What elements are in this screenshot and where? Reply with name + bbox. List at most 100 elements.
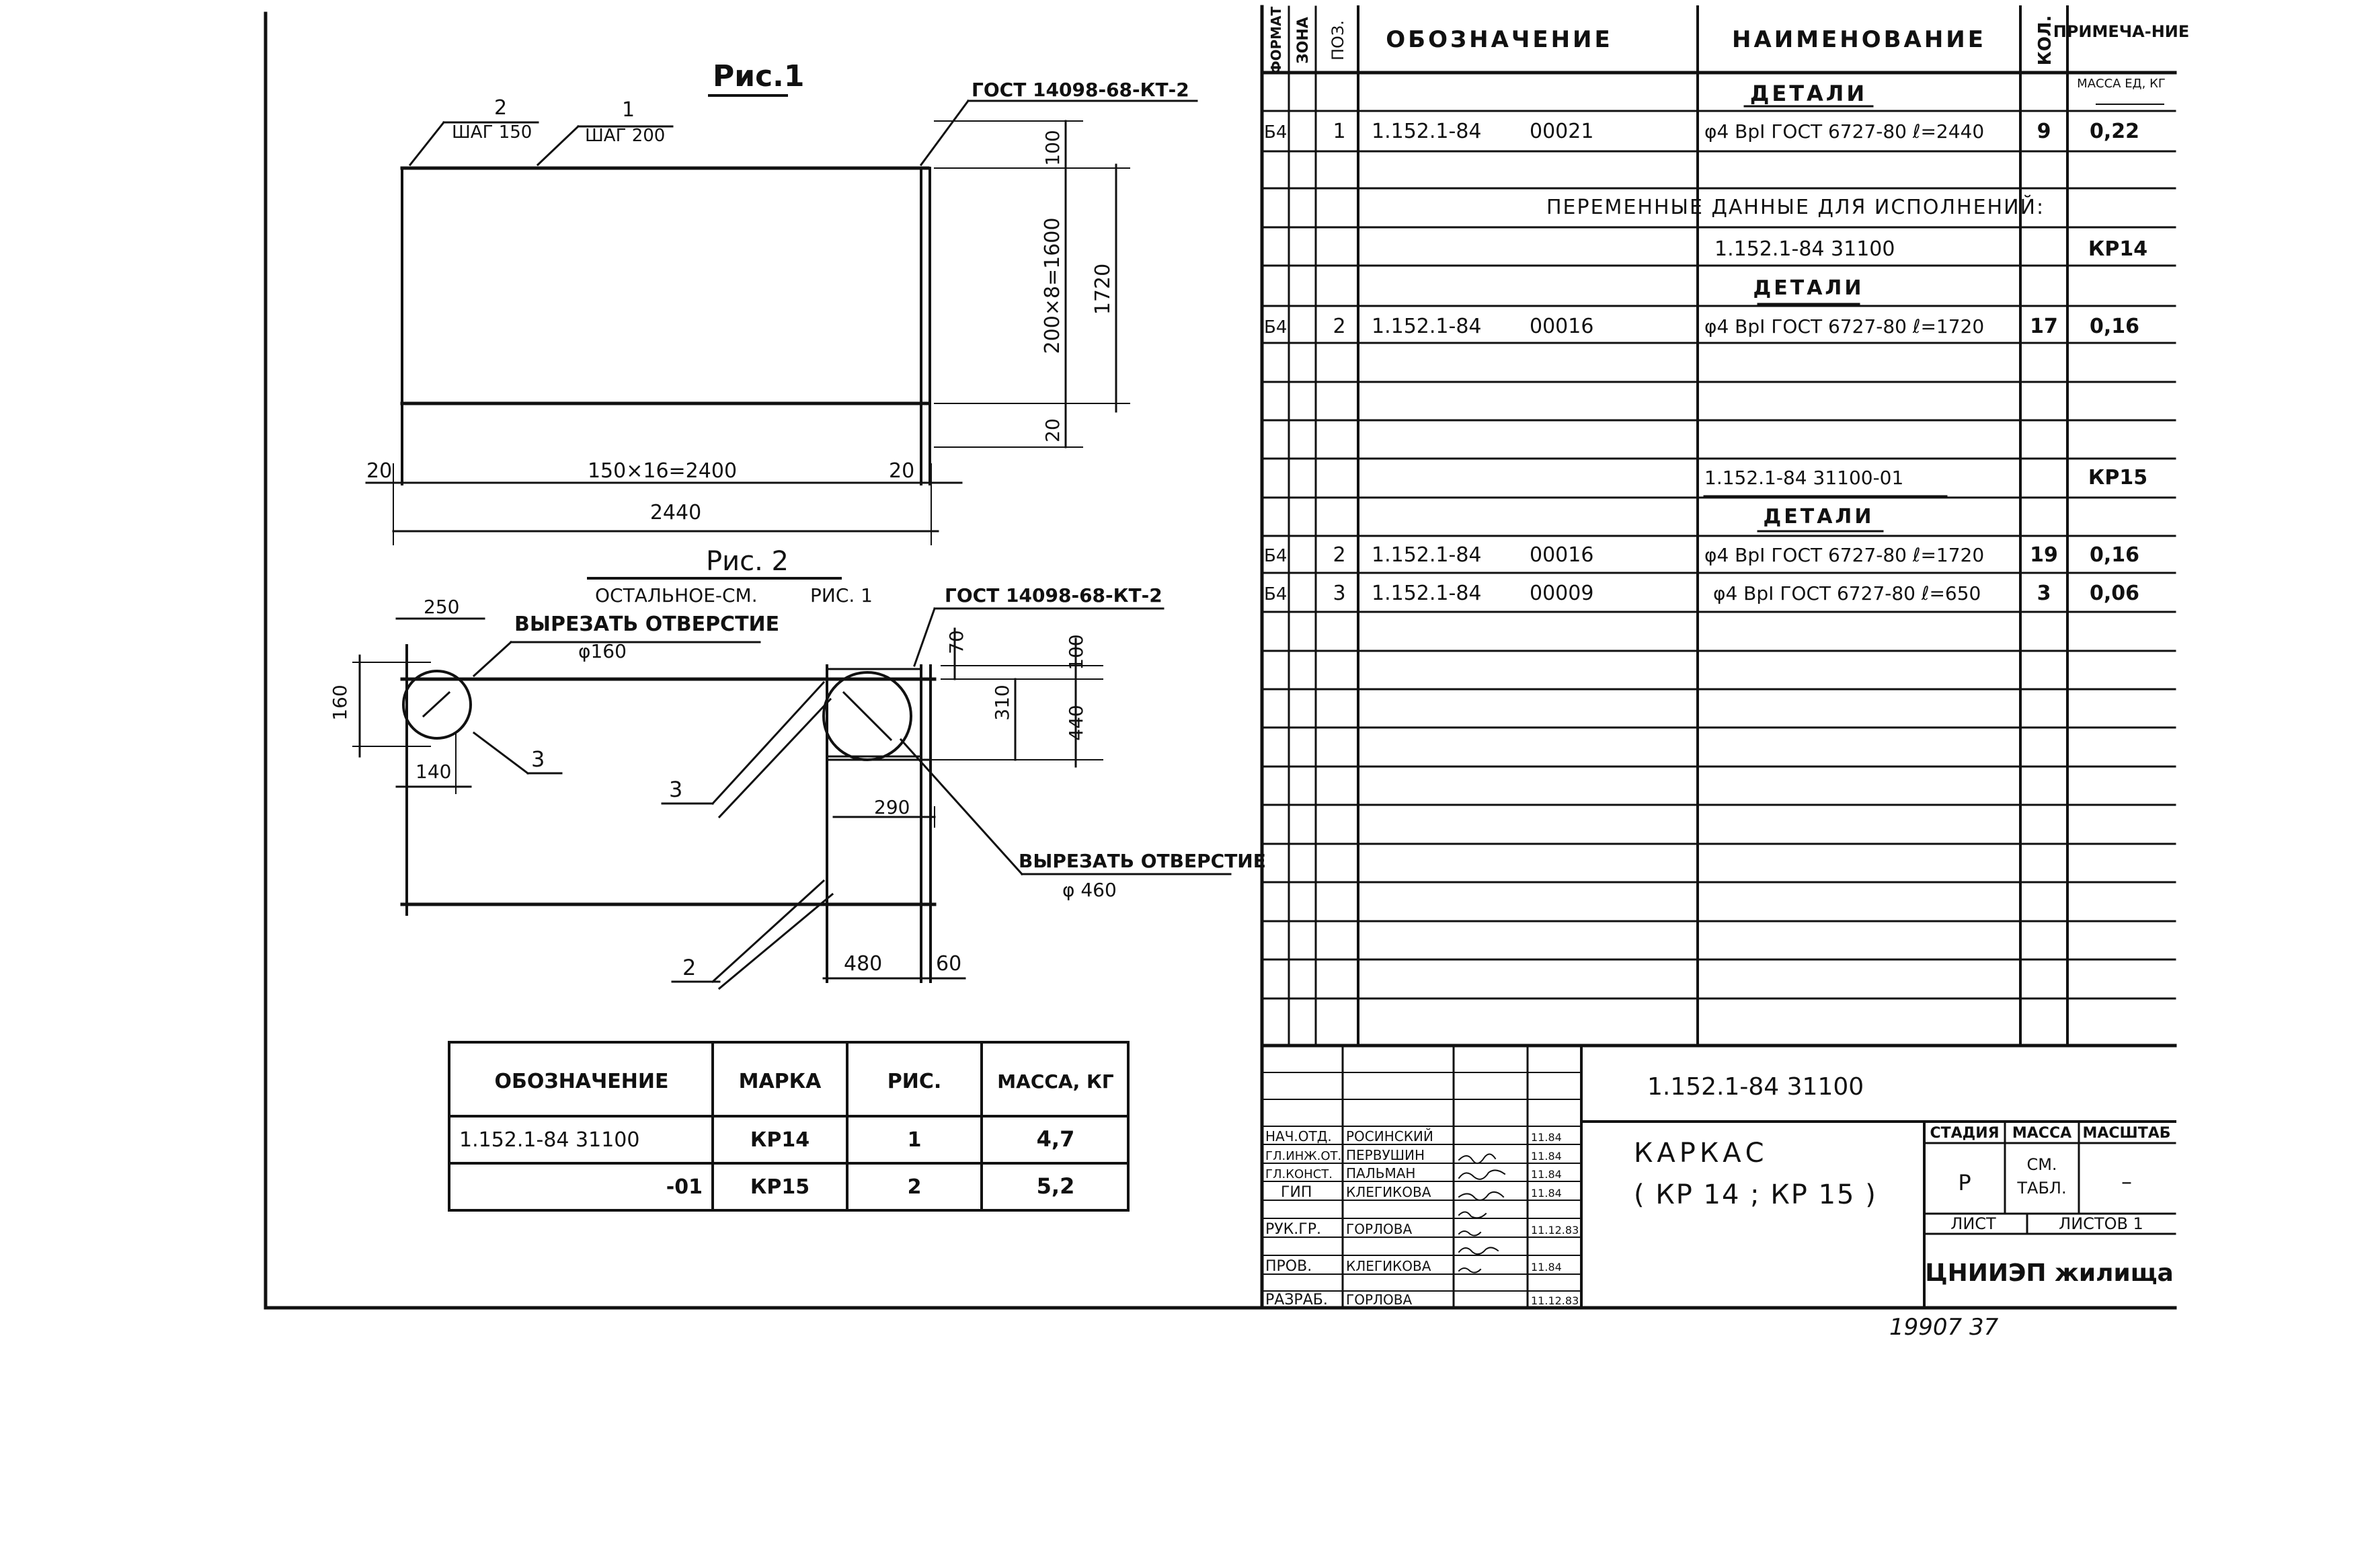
- spec-cell: Б4: [1264, 122, 1287, 143]
- fig2-cut2: ВЫРЕЗАТЬ ОТВЕРСТИЕ: [1019, 850, 1266, 872]
- spec-section-details: ДЕТАЛИ: [1753, 276, 1864, 300]
- spec-cell: 17: [2030, 315, 2058, 338]
- spec-cell: 0,06: [2090, 582, 2139, 605]
- spec-exec1-mark: КР14: [2088, 237, 2147, 261]
- fig1-step200: ШАГ 200: [585, 126, 665, 146]
- spec-cell: Б4: [1264, 584, 1287, 604]
- mass-table-header-mark: МАРКА: [739, 1070, 822, 1093]
- spec-exec2-mark: КР15: [2088, 466, 2147, 489]
- stamp-organization: ЦНИИЭП жилища: [1925, 1259, 2174, 1287]
- fig2-pos3-a: 3: [531, 746, 545, 772]
- spec-cell: 3: [2037, 582, 2051, 605]
- stamp-scale-header: МАСШТАБ: [2082, 1125, 2170, 1142]
- stamp-name: ПЕРВУШИН: [1346, 1147, 1425, 1163]
- spec-cell: 19: [2030, 543, 2058, 567]
- spec-cell: 00016: [1530, 543, 1593, 567]
- stamp-scale: –: [2121, 1169, 2132, 1194]
- spec-cell: φ4 ВрI ГОСТ 6727-80 ℓ=2440: [1704, 120, 1984, 143]
- stamp-stage-header: СТАДИЯ: [1930, 1125, 1999, 1142]
- title-block-grid: [1260, 1044, 2177, 1309]
- stamp-date: 11.84: [1531, 1261, 1562, 1273]
- fig2-dim-250: 250: [424, 596, 459, 618]
- stamp-title-marks: ( КР 14 ; КР 15 ): [1634, 1179, 1877, 1210]
- fig1-pos2: 2: [494, 96, 507, 120]
- mass-table-header-designation: ОБОЗНАЧЕНИЕ: [495, 1070, 669, 1093]
- mass-table-header-mass: МАССА, КГ: [997, 1070, 1114, 1093]
- fig2-rest-ref: РИС. 1: [810, 584, 873, 606]
- fig2-pos3-b: 3: [669, 777, 682, 802]
- spec-exec1: 1.152.1-84 31100: [1714, 237, 1895, 261]
- stamp-code: 1.152.1-84 31100: [1647, 1073, 1864, 1101]
- spec-variable-data: ПЕРЕМЕННЫЕ ДАННЫЕ ДЛЯ ИСПОЛНЕНИЙ:: [1546, 195, 2045, 219]
- spec-section-details: ДЕТАЛИ: [1764, 505, 1874, 528]
- stamp-role: НАЧ.ОТД.: [1265, 1128, 1332, 1144]
- spec-header-note: ПРИМЕЧА-НИЕ: [2053, 22, 2190, 41]
- stamp-mass-1: СМ.: [2026, 1155, 2057, 1174]
- stamp-date: 11.84: [1531, 1131, 1562, 1144]
- stamp-date: 11.84: [1531, 1150, 1562, 1163]
- fig2-dim-70: 70: [945, 630, 967, 654]
- stamp-name: ПАЛЬМАН: [1346, 1165, 1415, 1181]
- stamp-name: КЛЕГИКОВА: [1346, 1184, 1431, 1200]
- fig2-gost: ГОСТ 14098-68-КТ-2: [945, 584, 1162, 606]
- fig2-dim-60: 60: [936, 952, 961, 976]
- fig2-cut1: ВЫРЕЗАТЬ ОТВЕРСТИЕ: [514, 613, 779, 636]
- fig1-dim-20-right: 20: [889, 459, 914, 483]
- stamp-role: ГИП: [1281, 1184, 1312, 1201]
- spec-table-grid: [1260, 5, 2177, 1310]
- fig2-cut2-d: φ 460: [1062, 879, 1117, 901]
- fig1-dim-100: 100: [1041, 130, 1064, 165]
- spec-header-qty: КОЛ.: [2035, 15, 2055, 66]
- spec-cell: φ4 ВрI ГОСТ 6727-80 ℓ=1720: [1704, 544, 1984, 566]
- spec-cell: 1.152.1-84: [1372, 582, 1482, 605]
- stamp-role: РУК.ГР.: [1265, 1221, 1321, 1238]
- spec-cell: 0,22: [2090, 120, 2139, 143]
- fig2-title: Рис. 2: [706, 546, 789, 577]
- fig2-cut1-d: φ160: [578, 640, 627, 662]
- spec-cell: 9: [2037, 120, 2051, 143]
- fig1-gost: ГОСТ 14098-68-КТ-2: [972, 79, 1189, 101]
- mass-table-cell: -01: [666, 1175, 703, 1199]
- stamp-sheet: ЛИСТ: [1950, 1214, 1996, 1233]
- spec-header-zone: ЗОНА: [1295, 17, 1312, 64]
- fig2-dim-160: 160: [329, 684, 351, 720]
- spec-cell: 1.152.1-84: [1372, 120, 1482, 143]
- fig2-dim-100: 100: [1065, 634, 1087, 670]
- fig1-dim-1720: 1720: [1091, 264, 1115, 315]
- fig1-title: Рис.1: [713, 59, 805, 93]
- stamp-name: ГОРЛОВА: [1346, 1221, 1413, 1237]
- spec-cell: 3: [1333, 582, 1345, 605]
- spec-cell: 00009: [1530, 582, 1593, 605]
- fig1-pos1: 1: [622, 98, 635, 122]
- fig1-dim-20-left: 20: [366, 459, 392, 483]
- stamp-date: 11.84: [1531, 1168, 1562, 1181]
- mass-table-cell: КР14: [750, 1128, 809, 1152]
- stamp-role: ПРОВ.: [1265, 1258, 1312, 1275]
- stamp-name: ГОРЛОВА: [1346, 1292, 1413, 1308]
- spec-cell: φ4 ВрI ГОСТ 6727-80 ℓ=650: [1713, 582, 1981, 604]
- fig2-dim-440: 440: [1065, 705, 1087, 740]
- spec-cell: Б4: [1264, 317, 1287, 338]
- inventory-number: 19907 37: [1889, 1314, 1999, 1341]
- spec-cell: 1.152.1-84: [1372, 315, 1482, 338]
- fig2-rest: ОСТАЛЬНОЕ-СМ.: [595, 584, 758, 606]
- fig1-step150: ШАГ 150: [452, 122, 532, 143]
- spec-header-format: ФОРМАТ: [1268, 6, 1284, 74]
- fig2-dim-140: 140: [416, 760, 451, 783]
- spec-cell: 2: [1333, 315, 1345, 338]
- stamp-name: КЛЕГИКОВА: [1346, 1258, 1431, 1274]
- spec-header-designation: ОБОЗНАЧЕНИЕ: [1386, 26, 1612, 53]
- fig1-dim-2440: 2440: [650, 501, 701, 524]
- spec-header-note-unit: МАССА ЕД, КГ: [2077, 77, 2166, 91]
- stamp-role: ГЛ.КОНСТ.: [1265, 1167, 1333, 1181]
- spec-cell: 0,16: [2090, 315, 2139, 338]
- mass-table-cell: 4,7: [1037, 1126, 1075, 1152]
- mass-table-cell: КР15: [750, 1175, 809, 1199]
- mass-table-cell: 1: [908, 1128, 922, 1152]
- spec-header-name: НАИМЕНОВАНИЕ: [1732, 26, 1986, 53]
- fig1-dim-1600: 200×8=1600: [1041, 218, 1064, 354]
- fig1-dim-20v: 20: [1041, 418, 1064, 442]
- mass-table-cell: 1.152.1-84 31100: [459, 1128, 639, 1152]
- figure-1: [365, 94, 1198, 545]
